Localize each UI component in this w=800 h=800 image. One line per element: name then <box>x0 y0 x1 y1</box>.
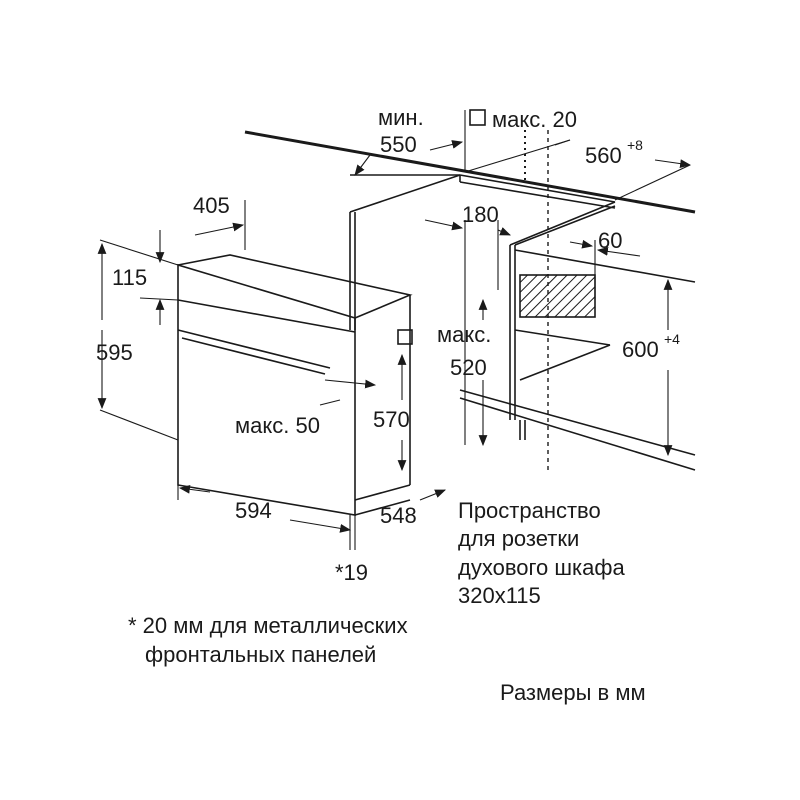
label-niche-height: 600 <box>622 337 659 362</box>
label-oven-depth-top: 405 <box>193 193 230 218</box>
label-max-depth: 520 <box>450 355 487 380</box>
label-depth-min: 550 <box>380 132 417 157</box>
footnote-line: фронтальных панелей <box>145 642 376 667</box>
countertop <box>244 130 696 214</box>
label-inner-height: 570 <box>373 407 410 432</box>
label-body-depth: 548 <box>380 503 417 528</box>
label-max: макс. <box>437 322 491 347</box>
label-niche-height-tol: +4 <box>664 331 680 347</box>
footnote-line: * 20 мм для металлических <box>128 613 408 638</box>
label-panel-height: 115 <box>112 265 147 290</box>
label-niche-width: 560 <box>585 143 622 168</box>
label-oven-height: 595 <box>96 340 133 365</box>
socket-note-line: 320x115 <box>458 583 541 608</box>
socket-note-line: для розетки <box>458 526 579 551</box>
label-niche-width-tol: +8 <box>627 137 643 153</box>
label-back-gap: 180 <box>462 202 499 227</box>
label-oven-width: 594 <box>235 498 272 523</box>
oven <box>177 254 413 516</box>
label-min: мин. <box>378 105 424 130</box>
cabinet-niche <box>349 174 696 471</box>
footnote: * 20 мм для металлических фронтальных па… <box>128 613 408 667</box>
units-note: Размеры в мм <box>500 680 646 705</box>
label-front-offset: *19 <box>335 560 368 585</box>
socket-note-line: Пространство <box>458 498 601 523</box>
dimension-lines <box>97 110 692 550</box>
socket-area-hatch <box>519 274 596 318</box>
socket-note-line: духового шкафа <box>458 555 625 580</box>
socket-note: Пространство для розетки духового шкафа … <box>458 498 625 608</box>
label-max-gap: макс. 20 <box>492 107 577 132</box>
oven-handle <box>177 329 331 375</box>
label-socket-offset: 60 <box>598 228 622 253</box>
square-icon <box>469 109 486 126</box>
label-handle-max: макс. 50 <box>235 413 320 438</box>
